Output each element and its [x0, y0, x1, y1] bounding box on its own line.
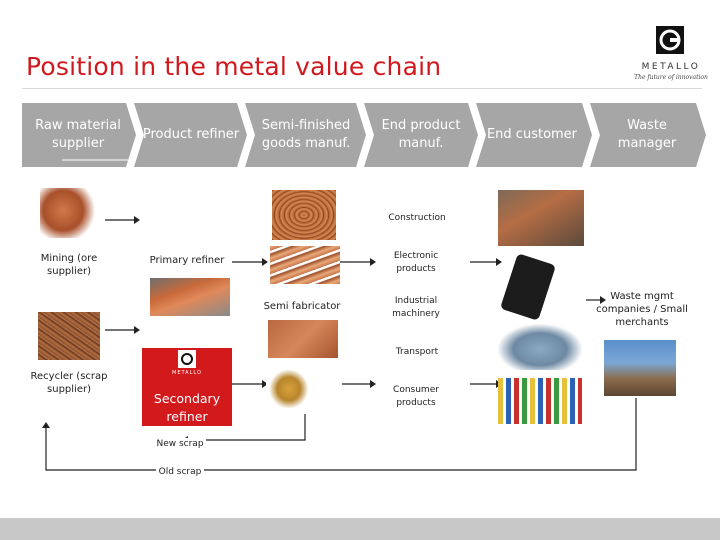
- secondary-logo-text: METALLO: [172, 370, 202, 376]
- copper-ore-photo: [40, 188, 98, 238]
- stage-semi-finished-shape: [245, 103, 366, 167]
- stage-raw-material: Raw material supplier: [35, 118, 121, 151]
- stage-waste-manager: Waste manager: [617, 118, 677, 151]
- stage-product-refiner: Product refiner: [142, 127, 240, 142]
- stage-end-customer-shape: [476, 103, 592, 167]
- arrowhead: [262, 258, 268, 266]
- arrowhead: [600, 296, 606, 304]
- logo-wordmark: METALLO: [641, 62, 701, 72]
- node-consumer: Consumer products: [393, 385, 439, 408]
- arrowhead-old-scrap: [42, 422, 50, 428]
- logo-tagline: The future of innovation: [634, 74, 708, 81]
- node-construction: Construction: [388, 213, 446, 223]
- node-secondary-refiner: Secondary refiner: [153, 391, 221, 424]
- page-title: Position in the metal value chain: [26, 52, 442, 81]
- node-industrial: Industrial machinery: [392, 296, 440, 319]
- arrowhead: [134, 216, 140, 224]
- footer-bar: [0, 518, 720, 540]
- metallo-logo-icon: [656, 26, 684, 54]
- arrowhead: [134, 326, 140, 334]
- copper-sheet-photo: [268, 320, 338, 358]
- title-divider: [22, 88, 702, 89]
- stage-semi-finished: Semi-finished goods manuf.: [261, 118, 351, 151]
- node-waste: Waste mgmt companies / Small merchants: [596, 291, 688, 328]
- stage-end-product: End product manuf.: [381, 118, 461, 151]
- stage-product-refiner-shape: [134, 103, 247, 167]
- secondary-metallo-logo-icon: [178, 350, 196, 368]
- stage-end-customer: End customer: [486, 127, 578, 142]
- label-old-scrap: Old scrap: [156, 466, 204, 479]
- copper-cathode-photo: [150, 278, 230, 316]
- stage-raw-material-shape: [22, 103, 136, 167]
- scrap-crane-photo: [604, 340, 676, 396]
- copper-rolls-photo: [266, 366, 342, 412]
- stage-end-product-shape: [364, 103, 478, 167]
- cables-photo: [498, 378, 582, 424]
- stage-waste-manager-shape: [590, 103, 706, 167]
- flow-connectors: [45, 219, 637, 471]
- copper-pipes-photo: [270, 246, 340, 284]
- copper-coil-photo: [272, 190, 336, 240]
- node-semi-fabricator: Semi fabricator: [263, 301, 341, 312]
- old-scrap-line: [45, 398, 637, 471]
- arrowhead: [262, 380, 268, 388]
- scrap-wire-photo: [38, 312, 100, 360]
- node-recycler: Recycler (scrap supplier): [30, 371, 108, 395]
- node-transport: Transport: [395, 347, 439, 357]
- node-mining: Mining (ore supplier): [40, 253, 98, 277]
- new-scrap-line: [188, 414, 306, 441]
- construction-worker-photo: [498, 190, 584, 246]
- car-photo: [498, 324, 582, 370]
- arrowhead: [370, 258, 376, 266]
- arrowhead: [496, 258, 502, 266]
- secondary-refiner-box: METALLO Secondary refiner: [142, 348, 232, 426]
- metallo-logo: METALLO The future of innovation: [630, 24, 712, 86]
- arrowhead: [370, 380, 376, 388]
- label-new-scrap: New scrap: [154, 438, 206, 451]
- node-primary-refiner: Primary refiner: [149, 255, 225, 266]
- node-electronic: Electronic products: [393, 251, 439, 274]
